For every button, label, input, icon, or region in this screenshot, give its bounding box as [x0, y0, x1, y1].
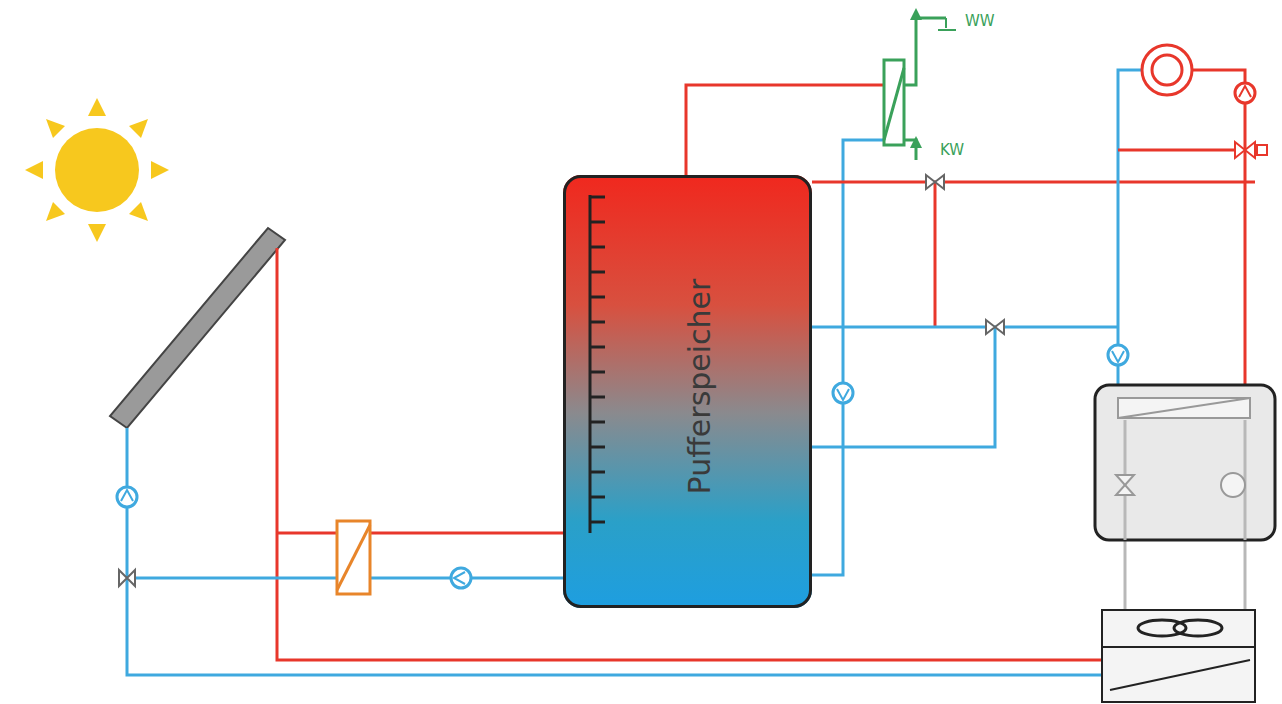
buffer-tank: Pufferspeicher [563, 175, 812, 608]
pipe-label: KW [938, 141, 966, 159]
heat-exchanger [337, 521, 370, 594]
mixing-valve [1235, 142, 1255, 158]
pumps [117, 345, 1128, 588]
tap [938, 18, 956, 30]
pump [1235, 83, 1255, 103]
expansion-valve [1116, 475, 1134, 495]
tank-fill [563, 175, 812, 608]
sun [25, 98, 169, 242]
tank-label: Pufferspeicher [682, 279, 717, 495]
dhw-exchanger [884, 60, 904, 145]
solar-collector [110, 228, 285, 428]
fan-unit [1102, 610, 1255, 702]
tank-coil [590, 195, 605, 533]
compressor [1221, 473, 1245, 497]
radiator [1142, 45, 1192, 95]
heat-pump-unit [1095, 385, 1275, 540]
pipe-label: WW [963, 12, 997, 30]
three-way-valves [119, 175, 1004, 586]
pipes [127, 18, 1255, 675]
